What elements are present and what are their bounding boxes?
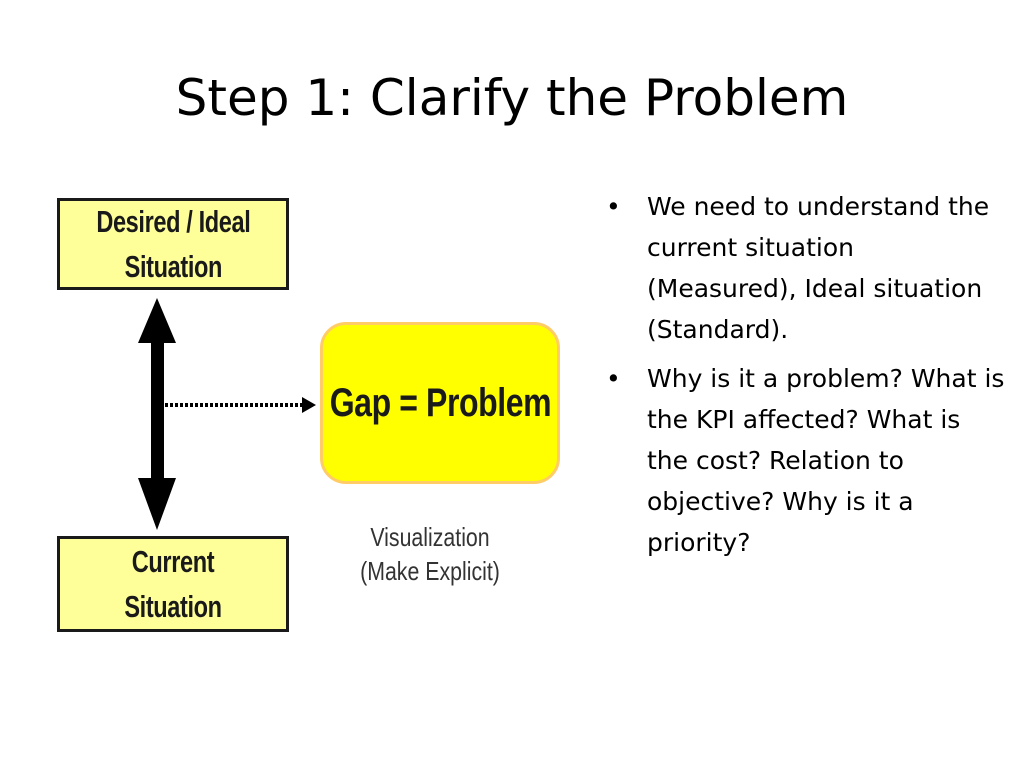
visualization-caption: Visualization (Make Explicit) (348, 520, 512, 588)
caption-line-1: Visualization (370, 522, 490, 552)
bullet-text: We need to understand the current situat… (647, 192, 990, 344)
gap-problem-box: Gap = Problem (320, 322, 560, 484)
bullet-text: Why is it a problem? What is the KPI aff… (647, 364, 1005, 557)
caption-line-2: (Make Explicit) (360, 556, 500, 586)
current-situation-label: Current Situation (124, 544, 222, 624)
double-headed-arrow (138, 298, 176, 530)
bullet-marker: • (606, 192, 621, 221)
current-situation-box: Current Situation (57, 536, 289, 632)
dotted-arrow (165, 397, 316, 413)
bullet-item: • Why is it a problem? What is the KPI a… (606, 358, 1006, 563)
desired-ideal-situation-label: Desired / Ideal Situation (95, 204, 251, 284)
gap-problem-label: Gap = Problem (329, 380, 551, 425)
desired-ideal-situation-box: Desired / Ideal Situation (57, 198, 289, 290)
bullet-item: • We need to understand the current situ… (606, 186, 1006, 350)
bullet-list: • We need to understand the current situ… (606, 186, 1006, 571)
bullet-marker: • (606, 364, 621, 393)
slide-title: Step 1: Clarify the Problem (175, 69, 849, 127)
